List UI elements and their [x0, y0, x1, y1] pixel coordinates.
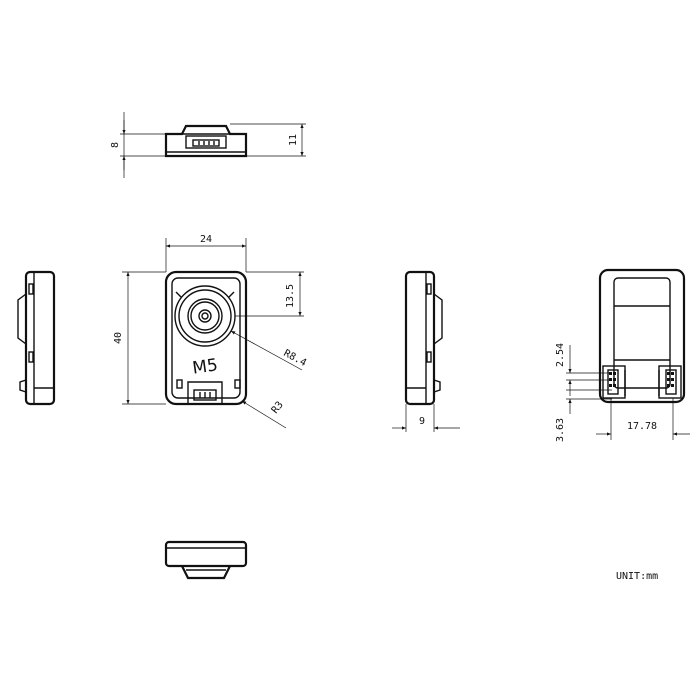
dim-knob-offset: 13.5 [285, 284, 296, 308]
dim-side-depth: 9 [419, 416, 425, 427]
front-view: M5 24 40 13.5 R8.4 R3 [113, 234, 308, 429]
back-view: 2.54 3.63 17.78 [555, 268, 690, 442]
dim-pin-offset: 3.63 [555, 418, 566, 442]
left-side-view [17, 270, 56, 406]
logo-text: M5 [191, 355, 219, 378]
dim-corner-radius: R3 [270, 400, 286, 416]
dim-front-width: 24 [200, 234, 212, 245]
bottom-view [164, 540, 248, 580]
dim-pin-pitch: 2.54 [555, 343, 566, 367]
dim-front-height: 40 [113, 332, 124, 344]
top-view: 8 11 [110, 112, 306, 178]
unit-label: UNIT:mm [616, 571, 658, 582]
dim-top-height: 8 [110, 142, 121, 148]
dim-top-total-height: 11 [288, 134, 299, 146]
right-side-view: 9 [392, 270, 460, 432]
dim-pin-span: 17.78 [627, 421, 657, 432]
